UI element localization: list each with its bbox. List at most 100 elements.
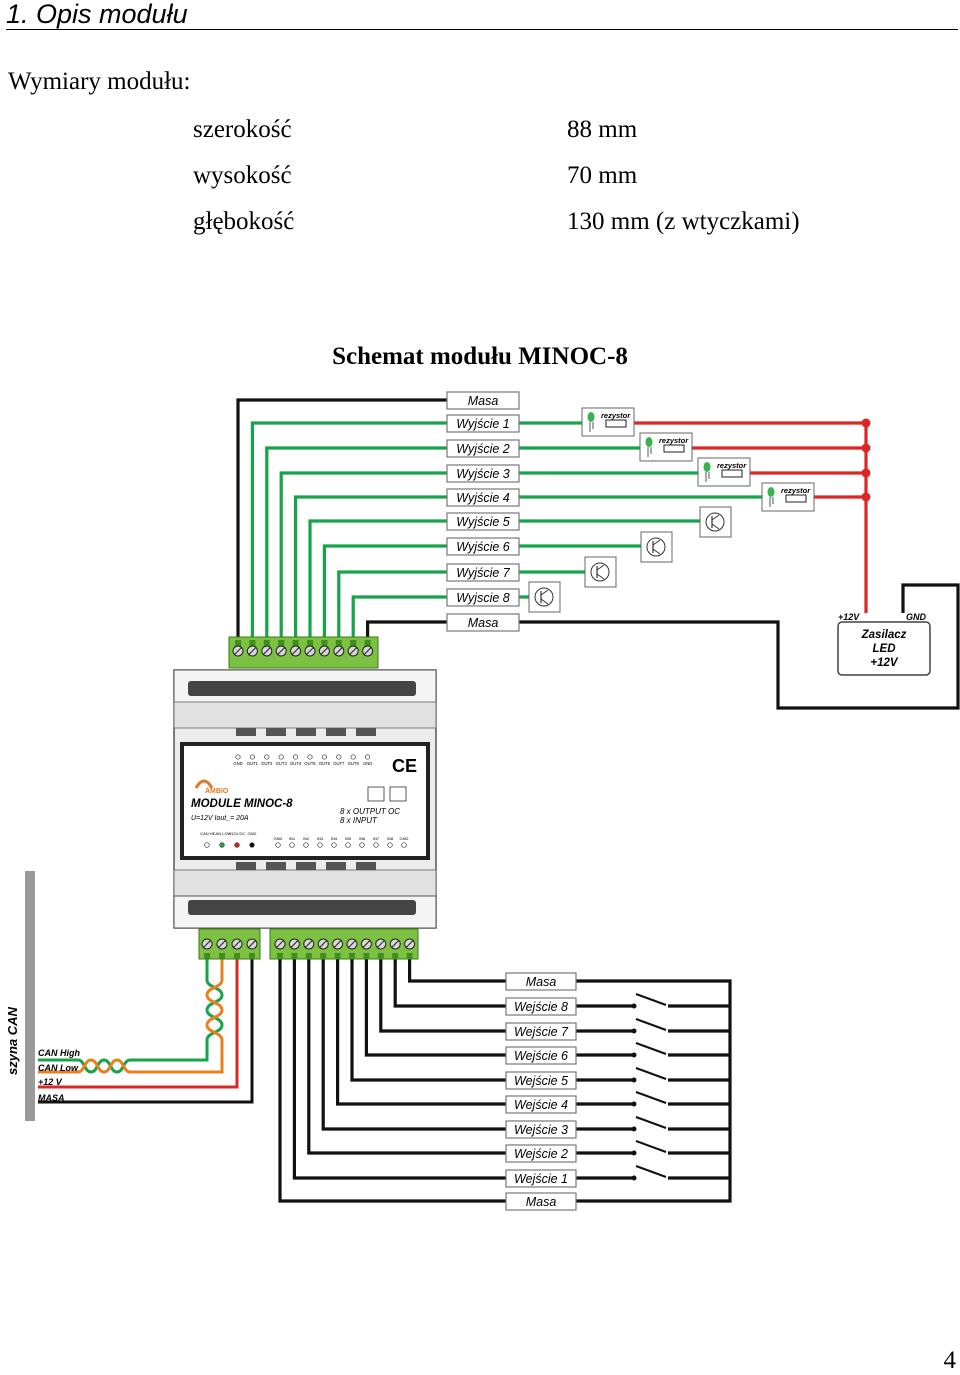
input-label-6-text: Wejście 3 <box>514 1123 568 1137</box>
output-label-2-box <box>446 439 520 458</box>
output-label-6-box <box>446 537 520 556</box>
wire-input-common <box>574 979 732 1203</box>
input-symbol-icon <box>389 786 407 802</box>
wire-input-4 <box>336 959 506 1106</box>
bottom-terminal-slot <box>392 953 399 959</box>
bottom-terminal-screw-slot <box>218 940 226 948</box>
bottom-terminal-slot <box>305 953 312 959</box>
panel-bottom-pin-label: GND <box>248 831 257 836</box>
brand-logo-text: AMBIO <box>205 788 229 795</box>
schematic-title: Schemat modułu MINOC-8 <box>332 343 628 370</box>
housing-tab <box>296 862 316 870</box>
output-label-3-box <box>446 464 520 483</box>
input-label-2: Wejście 7 <box>505 1022 577 1041</box>
bottom-terminal-slot <box>204 953 210 959</box>
output-label-7-box <box>446 563 520 582</box>
output-label-7-text: Wyjście 7 <box>456 566 511 580</box>
brand-logo-icon <box>194 779 214 789</box>
bottom-terminal-slot <box>349 953 355 959</box>
switch-5 <box>574 1067 730 1083</box>
input-label-5-box <box>505 1095 577 1114</box>
panel-bottom-pin <box>204 842 210 848</box>
input-label-0-box <box>505 972 577 991</box>
wire-output-5 <box>308 519 700 637</box>
panel-bottom-pin <box>387 842 393 848</box>
bottom-terminal-slot <box>277 953 283 959</box>
wire-can-high-rail <box>38 1058 131 1074</box>
switch-lever-icon <box>635 993 667 1006</box>
panel-bottom-pin-label: IN4 <box>331 836 338 841</box>
panel-bottom-pin <box>345 842 351 848</box>
led-icon <box>703 462 711 472</box>
input-label-7-box <box>505 1144 577 1163</box>
housing-tab <box>266 862 286 870</box>
terminal-blocks <box>198 636 419 960</box>
switch-8 <box>574 993 730 1009</box>
resistor-icon <box>663 444 685 453</box>
transistor-lead-icon <box>540 598 549 605</box>
panel-bottom-pin <box>219 842 225 848</box>
input-label-8-text: Wejście 1 <box>514 1172 568 1186</box>
panel-top-pin <box>249 754 255 760</box>
output-label-8-box <box>446 588 520 607</box>
input-label-0-text: Masa <box>526 975 557 989</box>
wire-input-2 <box>307 959 506 1155</box>
led-icon <box>587 412 595 422</box>
wire-can-12v <box>38 959 239 1089</box>
panel-bottom-pin-label: GND <box>274 836 283 841</box>
transistor-lead-icon <box>652 539 661 546</box>
wire-output-4 <box>294 495 762 637</box>
top-terminal-slot <box>292 640 299 647</box>
module-name: MODULE MINOC-8 <box>191 798 293 810</box>
top-terminal-slot <box>278 640 285 647</box>
page-number: 4 <box>943 1347 957 1374</box>
can-low-label: CAN Low <box>38 1063 79 1073</box>
switch-lever-icon <box>635 1116 667 1129</box>
resistor-label: rezystor <box>717 461 747 470</box>
panel-top-pin <box>293 754 299 760</box>
panel-bottom-pin <box>331 842 337 848</box>
can-12v-label: +12 V <box>38 1077 63 1087</box>
parts-layer: rezystorrezystorrezystorrezystorZasilacz… <box>25 407 931 1181</box>
led-icon <box>645 437 653 447</box>
switch-lever-icon <box>635 1091 667 1104</box>
transistor-lead-icon <box>711 523 720 530</box>
panel-top-pin <box>235 754 241 760</box>
switch-lever-icon <box>635 1042 667 1055</box>
output-label-7: Wyjście 7 <box>446 563 520 582</box>
can-masa-label: MASA <box>38 1093 65 1103</box>
top-terminal-slot <box>364 640 371 647</box>
panel-top-pin <box>278 754 284 760</box>
wire-can-high-twist <box>205 979 224 1041</box>
top-terminal-slot <box>335 640 342 647</box>
input-label-5: Wejście 4 <box>505 1095 577 1114</box>
led-resistor-4: rezystor <box>761 482 815 512</box>
input-label-3-box <box>505 1046 577 1065</box>
top-terminal-slot <box>307 640 313 647</box>
transistor-icon <box>590 562 610 582</box>
panel-bottom-pin-label: GND <box>400 836 409 841</box>
housing-tab <box>236 862 256 870</box>
panel-bottom-pin <box>249 842 255 848</box>
input-label-6: Wejście 3 <box>505 1120 577 1139</box>
led-resistor-3: rezystor <box>697 457 751 487</box>
dim-height-value: 70 mm <box>567 162 638 189</box>
output-label-4: Wyjście 4 <box>446 488 520 507</box>
input-label-6-box <box>505 1120 577 1139</box>
psu-line3: +12V <box>870 657 899 669</box>
top-terminal-screw-slot <box>320 647 329 655</box>
switch-contact-icon <box>631 1003 637 1009</box>
can-bus-rail <box>25 871 35 1121</box>
transistor-icon <box>646 537 666 557</box>
wire-input-1 <box>292 959 506 1180</box>
bottom-terminal-slot <box>249 953 255 959</box>
switch-contact-icon <box>631 1175 637 1181</box>
module-bottom-slot <box>188 900 416 915</box>
dim-width-label: szerokość <box>193 116 292 143</box>
panel-top-pin <box>350 754 356 760</box>
led-resistor-2: rezystor <box>639 432 693 462</box>
output-label-9-text: Masa <box>468 616 499 630</box>
input-label-0: Masa <box>505 972 577 991</box>
